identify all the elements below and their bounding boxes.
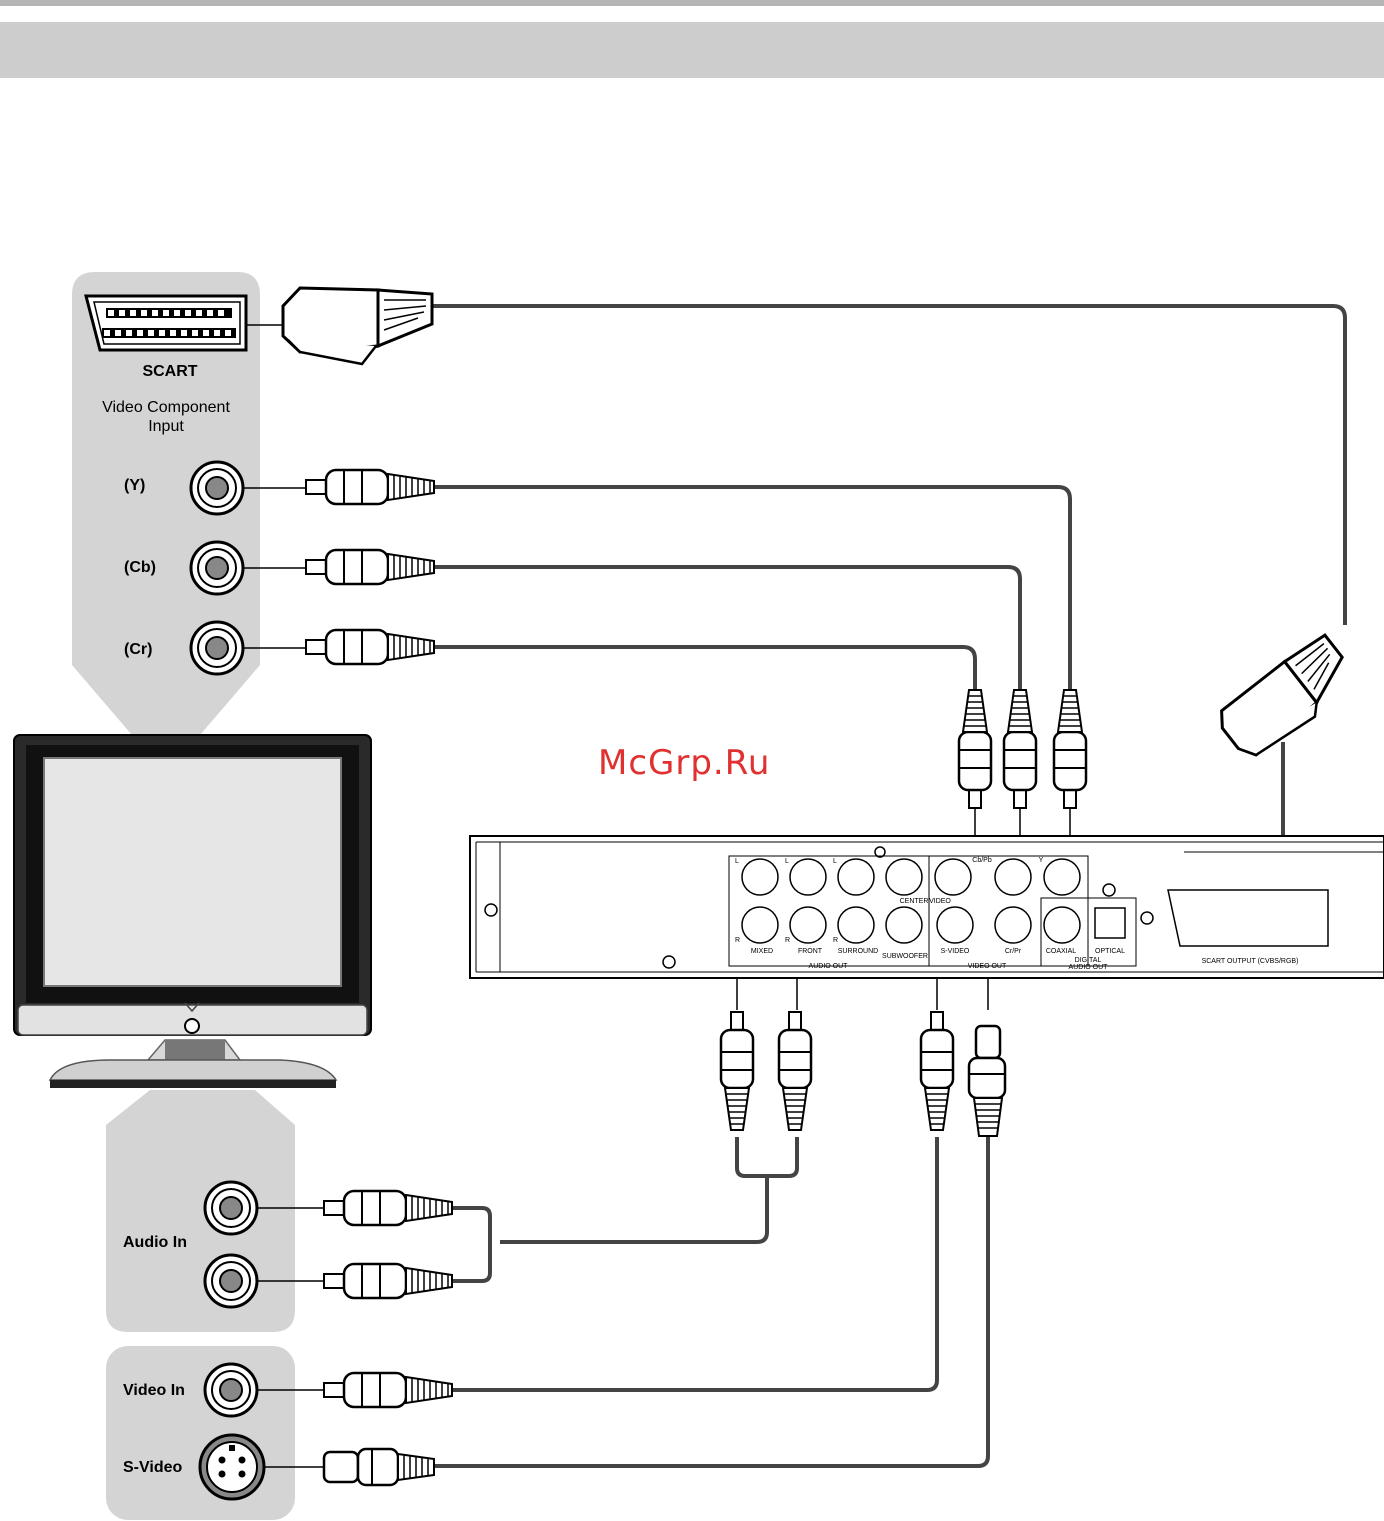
plug-s-video	[324, 1449, 434, 1485]
rear-label-r2: R	[785, 937, 790, 944]
tv-jack-y	[191, 462, 243, 514]
plug-dvd-audio-r	[779, 1012, 811, 1130]
rear-label-l2: L	[785, 858, 789, 865]
rear-label-subwoofer: SUBWOOFER	[882, 953, 928, 960]
video-in-label: Video In	[123, 1382, 185, 1399]
rear-label-digital-audio-out: AUDIO OUT	[1069, 964, 1109, 971]
scart-plug-dvd	[1214, 632, 1361, 766]
rear-label-mixed: MIXED	[751, 948, 773, 955]
tv-svideo-socket	[200, 1435, 264, 1499]
plug-dvd-s-video	[969, 1026, 1005, 1136]
rear-label-scart-output: SCART OUTPUT (CVBS/RGB)	[1202, 958, 1299, 965]
watermark: McGrp.Ru	[598, 743, 770, 783]
rear-label-optical: OPTICAL	[1095, 948, 1125, 955]
plug-dvd-audio-l	[721, 1012, 753, 1130]
plug-y	[306, 470, 434, 504]
rear-label-video: VIDEO	[929, 898, 951, 905]
jack-cb-label: (Cb)	[124, 559, 156, 576]
rear-label-r1: R	[735, 937, 740, 944]
plug-dvd-video	[921, 1012, 953, 1130]
rear-label-video-out: VIDEO OUT	[968, 963, 1007, 970]
plug-video-in	[324, 1373, 452, 1407]
component-input-label-2: Input	[148, 418, 184, 435]
tv-jack-video-in	[205, 1364, 257, 1416]
plug-dvd-y	[1054, 690, 1086, 808]
plug-cr	[306, 630, 434, 664]
tv-input-panel-audio	[106, 1090, 295, 1332]
s-video-label: S-Video	[123, 1459, 183, 1476]
tv-jack-audio-r	[205, 1255, 257, 1307]
jack-y-label: (Y)	[124, 477, 145, 494]
rear-label-r3: R	[833, 937, 838, 944]
jack-cr-label: (Cr)	[124, 641, 152, 658]
rear-label-l3: L	[833, 858, 837, 865]
rear-label-center: CENTER	[900, 898, 929, 905]
rear-label-l1: L	[735, 858, 739, 865]
audio-in-label: Audio In	[123, 1234, 187, 1251]
rear-label-surround: SURROUND	[838, 948, 878, 955]
plug-dvd-cr	[959, 690, 991, 808]
rear-label-front: FRONT	[798, 948, 823, 955]
rear-label-cb-pb: Cb/Pb	[972, 857, 992, 864]
rear-label-coaxial: COAXIAL	[1046, 948, 1076, 955]
plug-dvd-cb	[1004, 690, 1036, 808]
tv-monitor	[14, 735, 371, 1088]
tv-jack-audio-l	[205, 1182, 257, 1234]
scart-plug-tv	[283, 288, 432, 364]
rear-label-digital: DIGITAL	[1075, 957, 1102, 964]
tv-jack-cb	[191, 542, 243, 594]
rear-label-cr-pr: Cr/Pr	[1005, 948, 1022, 955]
tv-input-panel-video	[106, 1346, 295, 1520]
tv-jack-cr	[191, 622, 243, 674]
rear-label-audio-out: AUDIO OUT	[809, 963, 849, 970]
plug-audio-r	[324, 1264, 452, 1298]
rear-label-s-video: S-VIDEO	[941, 948, 970, 955]
plug-audio-l	[324, 1191, 452, 1225]
tv-scart-socket	[86, 296, 246, 350]
rear-label-y: Y	[1039, 857, 1044, 864]
scart-label: SCART	[142, 363, 197, 380]
component-input-label-1: Video Component	[102, 399, 230, 416]
plug-cb	[306, 550, 434, 584]
